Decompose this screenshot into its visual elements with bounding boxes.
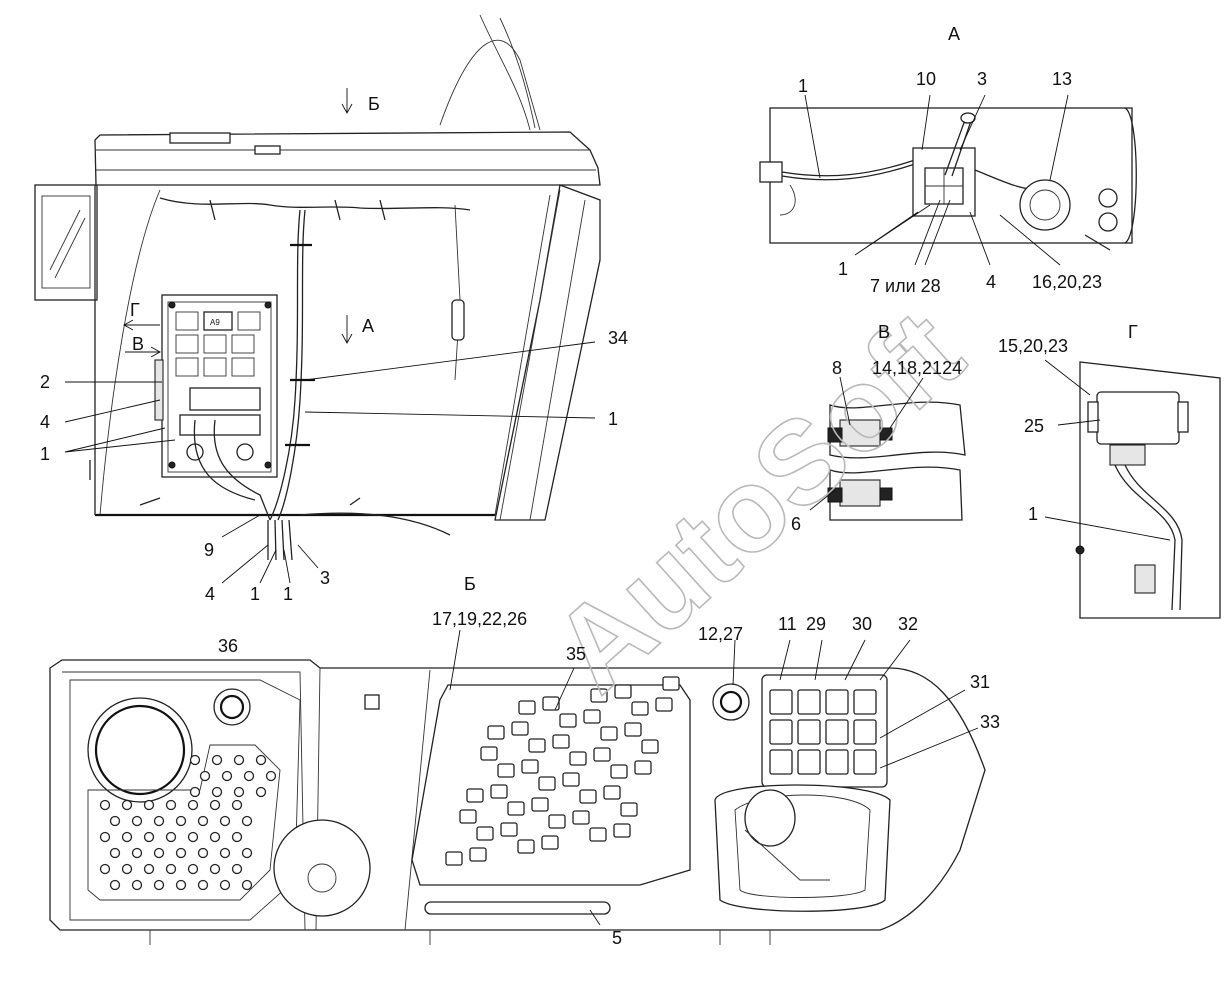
callout: 11 bbox=[778, 614, 797, 634]
cabin-side-view: A9 bbox=[34, 14, 601, 561]
view-label-b: Б bbox=[464, 574, 476, 594]
view-label-v: В bbox=[878, 322, 890, 342]
callout: 1 bbox=[798, 76, 808, 96]
callout: 30 bbox=[852, 614, 872, 634]
button-panel bbox=[445, 676, 680, 866]
arrow-label-v: В bbox=[132, 334, 144, 354]
callout: 3 bbox=[977, 69, 987, 89]
callout: 4 bbox=[986, 272, 996, 292]
callout: 7 или 28 bbox=[870, 276, 941, 296]
callout: 1 bbox=[838, 259, 848, 279]
callout: 12,27 bbox=[698, 624, 743, 644]
arrow-label-b: Б bbox=[368, 94, 380, 114]
callout: 25 bbox=[1024, 416, 1044, 436]
view-a-detail bbox=[759, 107, 1137, 251]
callout: 4 bbox=[205, 584, 215, 604]
callout-numbers: 1 10 3 13 1 7 или 28 4 16,20,23 8 14,18,… bbox=[40, 69, 1102, 948]
callout: 33 bbox=[980, 712, 1000, 732]
callout: 1 bbox=[608, 409, 618, 429]
callout: 13 bbox=[1052, 69, 1072, 89]
callout: 17,19,22,26 bbox=[432, 609, 527, 629]
callout: 29 bbox=[806, 614, 826, 634]
callout: 34 bbox=[608, 328, 628, 348]
view-v-detail bbox=[827, 401, 966, 521]
callout: 2 bbox=[40, 372, 50, 392]
callout: 15,20,23 bbox=[998, 336, 1068, 356]
callout: 3 bbox=[320, 568, 330, 588]
callout: 31 bbox=[970, 672, 990, 692]
view-label-a: А bbox=[948, 24, 960, 44]
console-top-view bbox=[49, 659, 986, 945]
callout: 16,20,23 bbox=[1032, 272, 1102, 292]
arrow-label-g: Г bbox=[130, 300, 140, 320]
callout: 6 bbox=[791, 514, 801, 534]
arrow-label-a: А bbox=[362, 316, 374, 336]
leader-lines bbox=[64, 94, 1171, 926]
callout: 1 bbox=[283, 584, 293, 604]
callout: 4 bbox=[40, 412, 50, 432]
view-label-g: Г bbox=[1128, 322, 1138, 342]
callout: 14,18,2124 bbox=[872, 358, 962, 378]
svg-text:A9: A9 bbox=[210, 318, 220, 327]
callout: 5 bbox=[612, 928, 622, 948]
switch-block bbox=[769, 689, 877, 775]
view-arrows bbox=[123, 88, 353, 358]
callout: 1 bbox=[1028, 504, 1038, 524]
ventilation-holes bbox=[99, 754, 277, 891]
callout: 35 bbox=[566, 644, 586, 664]
callout: 1 bbox=[250, 584, 260, 604]
view-labels: А В Г Б Б А Г В bbox=[130, 24, 1138, 594]
callout: 8 bbox=[832, 358, 842, 378]
view-g-detail bbox=[1075, 361, 1221, 619]
callout: 9 bbox=[204, 540, 214, 560]
callout: 32 bbox=[898, 614, 918, 634]
callout: 1 bbox=[40, 444, 50, 464]
callout: 10 bbox=[916, 69, 936, 89]
callout: 36 bbox=[218, 636, 238, 656]
